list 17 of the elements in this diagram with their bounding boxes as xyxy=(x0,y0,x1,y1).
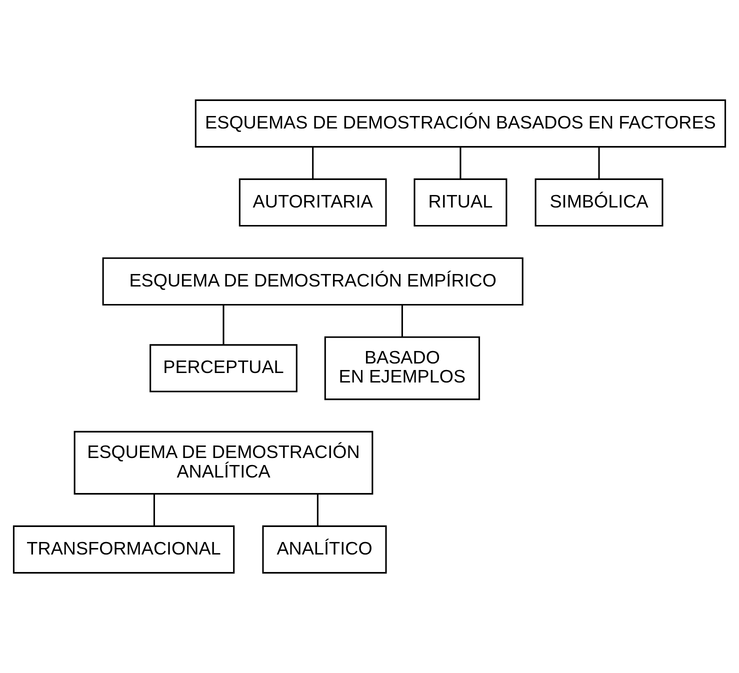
node-box: TRANSFORMACIONAL xyxy=(12,525,235,574)
node-box: SIMBÓLICA xyxy=(534,178,664,227)
connector xyxy=(153,494,155,526)
node-box: ESQUEMAS DE DEMOSTRACIÓN BASADOS EN FACTORES xyxy=(194,99,726,148)
connector xyxy=(401,305,403,338)
connector xyxy=(312,147,314,179)
node-box: PERCEPTUAL xyxy=(150,344,298,392)
connector xyxy=(598,147,600,179)
connector xyxy=(222,305,224,345)
node-box: ESQUEMA DE DEMOSTRACIÓN EMPÍRICO xyxy=(102,257,524,306)
node-box: ANALÍTICO xyxy=(262,525,387,574)
node-box: ESQUEMA DE DEMOSTRACIÓN ANALÍTICA xyxy=(74,430,374,495)
node-box: RITUAL xyxy=(414,178,508,227)
node-box: BASADO EN EJEMPLOS xyxy=(324,336,480,400)
node-box: AUTORITARIA xyxy=(238,178,387,227)
connector xyxy=(460,147,462,179)
connector xyxy=(316,494,318,526)
